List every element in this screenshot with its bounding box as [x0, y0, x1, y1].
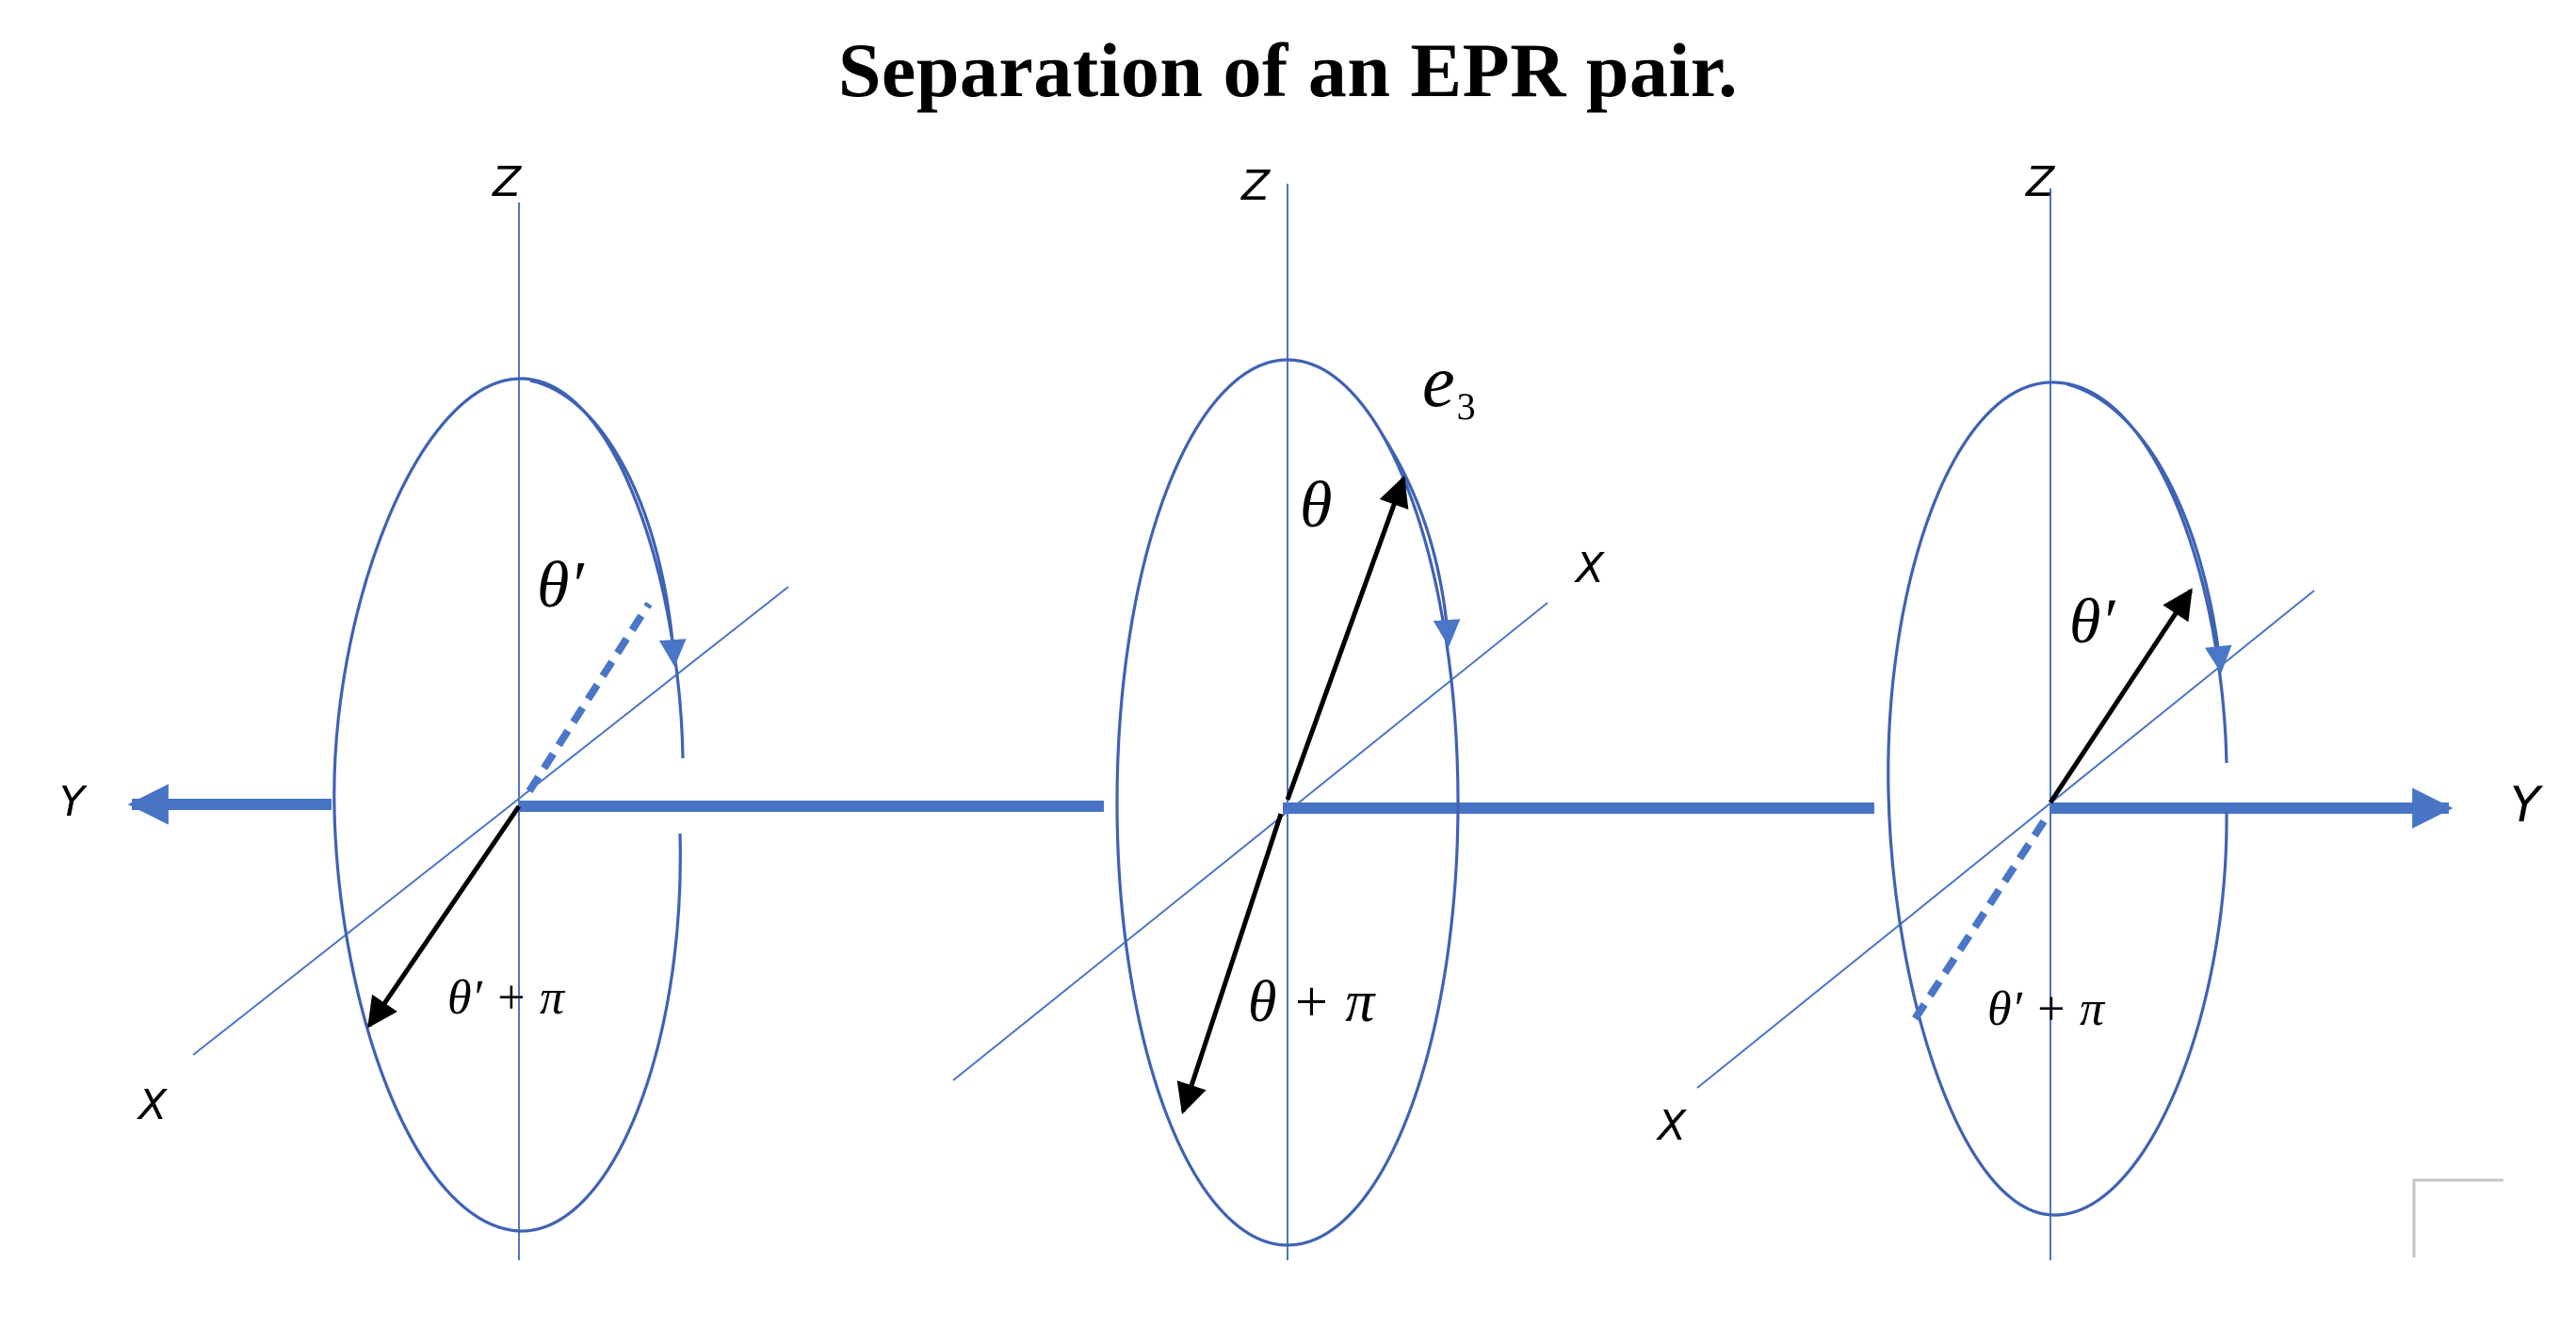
- spin-vector-up: [2048, 588, 2194, 804]
- z-axis-label: Z: [1240, 162, 1271, 210]
- vector-subscript: 3: [1457, 385, 1476, 428]
- x-axis: [192, 586, 789, 1056]
- lower-angle-label: θ′ + π: [1987, 982, 2106, 1036]
- rotation-arrow: [529, 379, 687, 667]
- spin-vector-up: [1285, 475, 1409, 801]
- corner-mark: [2412, 1178, 2503, 1257]
- x-axis-label: X: [137, 1081, 168, 1129]
- upper-angle-label: θ′: [537, 549, 585, 622]
- z-axis-label: Z: [492, 158, 522, 206]
- x-axis: [1696, 590, 2315, 1089]
- panel-left: Z Y X θ′ θ′ + π: [59, 158, 789, 1260]
- spin-vector-down: [366, 804, 522, 1029]
- rotation-arrow: [1381, 434, 1461, 647]
- y-axis-label: Y: [59, 778, 88, 826]
- upper-angle-label: θ′: [2069, 585, 2115, 656]
- rotation-circle: [1115, 358, 1460, 1247]
- figure-title: Separation of an EPR pair.: [837, 27, 1739, 113]
- dashed-vector: [1911, 818, 2048, 1022]
- vector-label: e3: [1422, 340, 1476, 428]
- rotation-arrow: [2066, 382, 2232, 673]
- z-axis-label: Z: [2025, 158, 2055, 206]
- y-axis-label: Y: [2510, 777, 2544, 834]
- lower-angle-label: θ′ + π: [447, 971, 566, 1025]
- panel-right: Z Y X θ′ θ′ + π: [1656, 158, 2544, 1260]
- upper-angle-label: θ: [1300, 469, 1332, 542]
- spin-vector-down: [1176, 813, 1284, 1115]
- lower-angle-label: θ + π: [1248, 970, 1376, 1034]
- panel-center: Z X e3 θ θ + π: [952, 162, 1605, 1260]
- x-axis: [952, 602, 1548, 1081]
- dashed-vector: [526, 601, 653, 794]
- x-axis-label: X: [1656, 1102, 1687, 1150]
- x-axis-label: X: [1574, 544, 1605, 592]
